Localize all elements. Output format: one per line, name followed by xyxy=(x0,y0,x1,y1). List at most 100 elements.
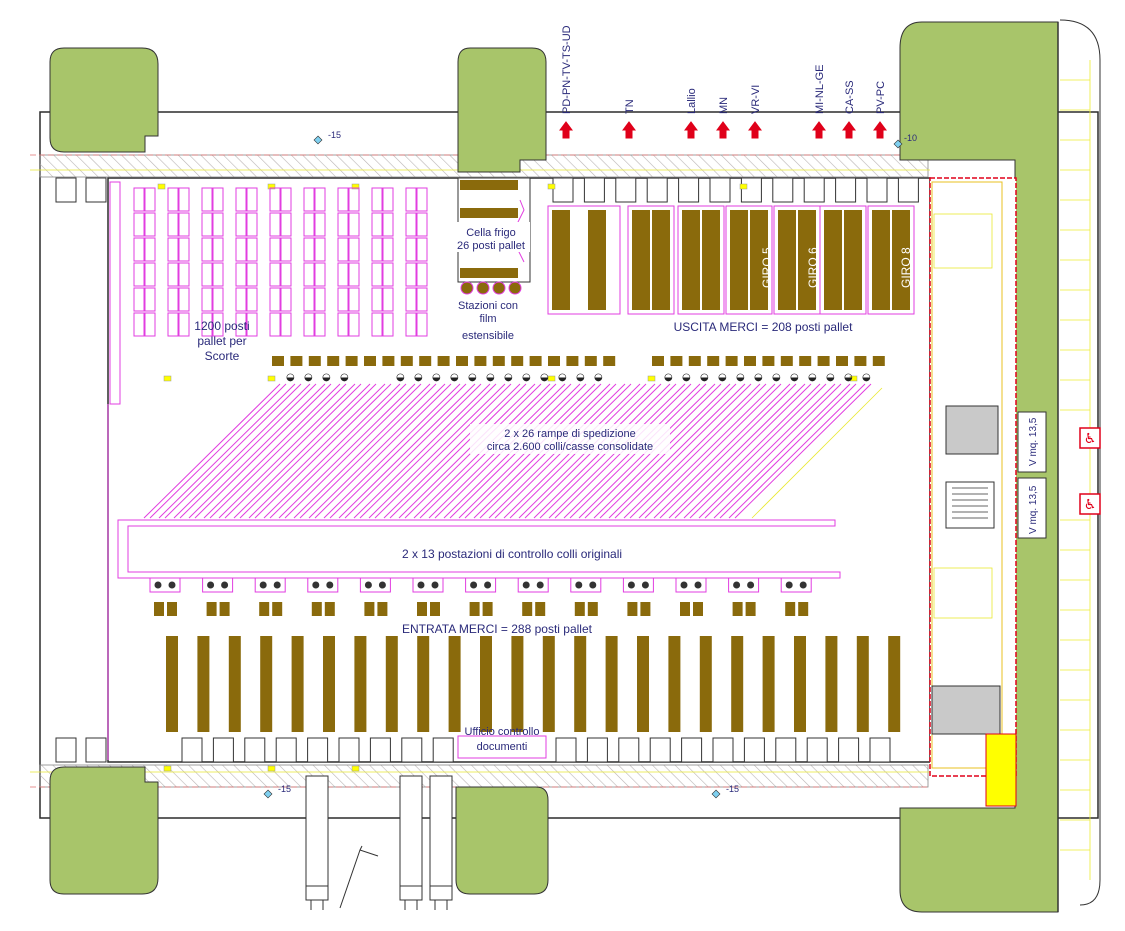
ramp-sensor-icon: ◒ xyxy=(450,372,459,383)
cella-frigo-capacity: 26 posti pallet xyxy=(457,240,525,252)
ramp-sensor-icon: ◒ xyxy=(286,372,295,383)
ramp-lane xyxy=(323,383,467,519)
dock-door xyxy=(681,737,703,763)
vmq-box-2 xyxy=(1017,477,1047,539)
ramp-sensor-icon: ◒ xyxy=(808,372,817,383)
control-stations-label: 2 x 13 postazioni di controllo colli ori… xyxy=(402,547,622,561)
office-block-outline xyxy=(931,181,1003,769)
ramp-lane xyxy=(173,383,317,519)
rack-cell xyxy=(212,187,224,212)
level-marker-icon xyxy=(263,789,273,799)
dock-door xyxy=(835,177,857,203)
dock-door xyxy=(712,737,734,763)
rack-cell xyxy=(246,312,258,337)
ramp-lane xyxy=(623,383,767,519)
dock-door xyxy=(803,177,825,203)
storage-racking xyxy=(133,183,858,772)
left-rack-column xyxy=(109,181,121,405)
pallet-row xyxy=(702,210,720,310)
cella-frigo: Cella frigo 26 posti pallet xyxy=(452,177,531,283)
ramp-lane xyxy=(698,383,842,519)
rack-cell xyxy=(371,312,383,337)
dock-door xyxy=(646,177,668,203)
ramp-lane xyxy=(683,383,827,519)
inbound-pallet-row xyxy=(323,636,335,732)
rack-cell xyxy=(382,237,394,262)
rack-cell xyxy=(246,212,258,237)
rack-cell xyxy=(371,287,383,312)
ramp-lane xyxy=(713,383,857,519)
pallet-row xyxy=(892,210,910,310)
inbound-pallet-row xyxy=(542,636,555,732)
ramp-sensor-icon: ◒ xyxy=(826,372,835,383)
ramp-sensor-icon: ◒ xyxy=(772,372,781,383)
operator-icon xyxy=(536,581,544,589)
ramp-head-block xyxy=(744,356,756,366)
control-station xyxy=(570,577,602,593)
inbound-pallet-row xyxy=(731,636,744,732)
rack-cell xyxy=(405,287,417,312)
control-station xyxy=(254,577,286,593)
rack-cell xyxy=(212,237,224,262)
giro-label: GIRO 5 xyxy=(760,247,774,288)
rack-cell xyxy=(314,262,326,287)
ramp-sensor-icon: ◒ xyxy=(486,372,495,383)
ramp-head-block xyxy=(290,356,303,366)
ramp-sensor-icon: ◒ xyxy=(754,372,763,383)
dock-door xyxy=(866,177,888,203)
destination-arrow-icon xyxy=(622,121,636,139)
rack-cell xyxy=(235,187,247,212)
rack-cell xyxy=(280,237,292,262)
rack-cell xyxy=(212,212,224,237)
inbound-pallet-row xyxy=(699,636,712,732)
column-marker xyxy=(647,375,656,382)
inbound-pallet-row xyxy=(197,636,210,732)
rack-cell xyxy=(382,262,394,287)
column-marker xyxy=(163,765,172,772)
pallet-slot xyxy=(785,602,796,616)
office-block xyxy=(931,181,1017,807)
destination-label: TN xyxy=(624,99,636,114)
dock-door xyxy=(709,177,731,203)
pallet-row xyxy=(798,210,816,310)
giro-label: GIRO 1 xyxy=(569,247,583,288)
rack-cell xyxy=(382,187,394,212)
rack-cell xyxy=(280,312,292,337)
rack-cell xyxy=(133,237,145,262)
wheelchair-icon: ♿ xyxy=(1084,497,1097,513)
ramp-head-block xyxy=(492,356,505,366)
ramp-lane xyxy=(293,383,437,519)
rack-cell xyxy=(133,187,145,212)
pallet-slot xyxy=(522,602,533,616)
truck-angled xyxy=(339,845,379,909)
dock-door xyxy=(772,177,794,203)
dock-door xyxy=(806,737,828,763)
dock-door xyxy=(369,737,391,763)
dock-door xyxy=(338,737,360,763)
rack-cell xyxy=(348,187,360,212)
rack-cell xyxy=(133,262,145,287)
level-marker-icon xyxy=(711,789,721,799)
rack-cell xyxy=(303,312,315,337)
operator-icon xyxy=(259,581,267,589)
dock-door xyxy=(649,737,671,763)
destination-arrows xyxy=(559,121,887,139)
ramp-lane xyxy=(653,383,797,519)
rack-cell xyxy=(348,237,360,262)
rack-cell xyxy=(246,262,258,287)
inbound-pallet-row xyxy=(511,636,524,732)
dock-door xyxy=(181,737,203,763)
destination-arrow-icon xyxy=(842,121,856,139)
rack-cell xyxy=(235,312,247,337)
dock-door xyxy=(740,177,762,203)
ramp-head-block xyxy=(854,356,867,366)
ramp-sensor-icon: ◒ xyxy=(736,372,745,383)
green-area-top-left xyxy=(49,47,159,153)
level-label-1: -15 xyxy=(328,130,341,140)
destination-label: MI-NL-GE xyxy=(814,65,826,115)
rack-cell xyxy=(416,237,428,262)
ramp-head-block xyxy=(308,356,321,366)
rack-cell xyxy=(269,187,281,212)
ramp-head-block xyxy=(400,356,413,366)
rack-cell xyxy=(303,287,315,312)
